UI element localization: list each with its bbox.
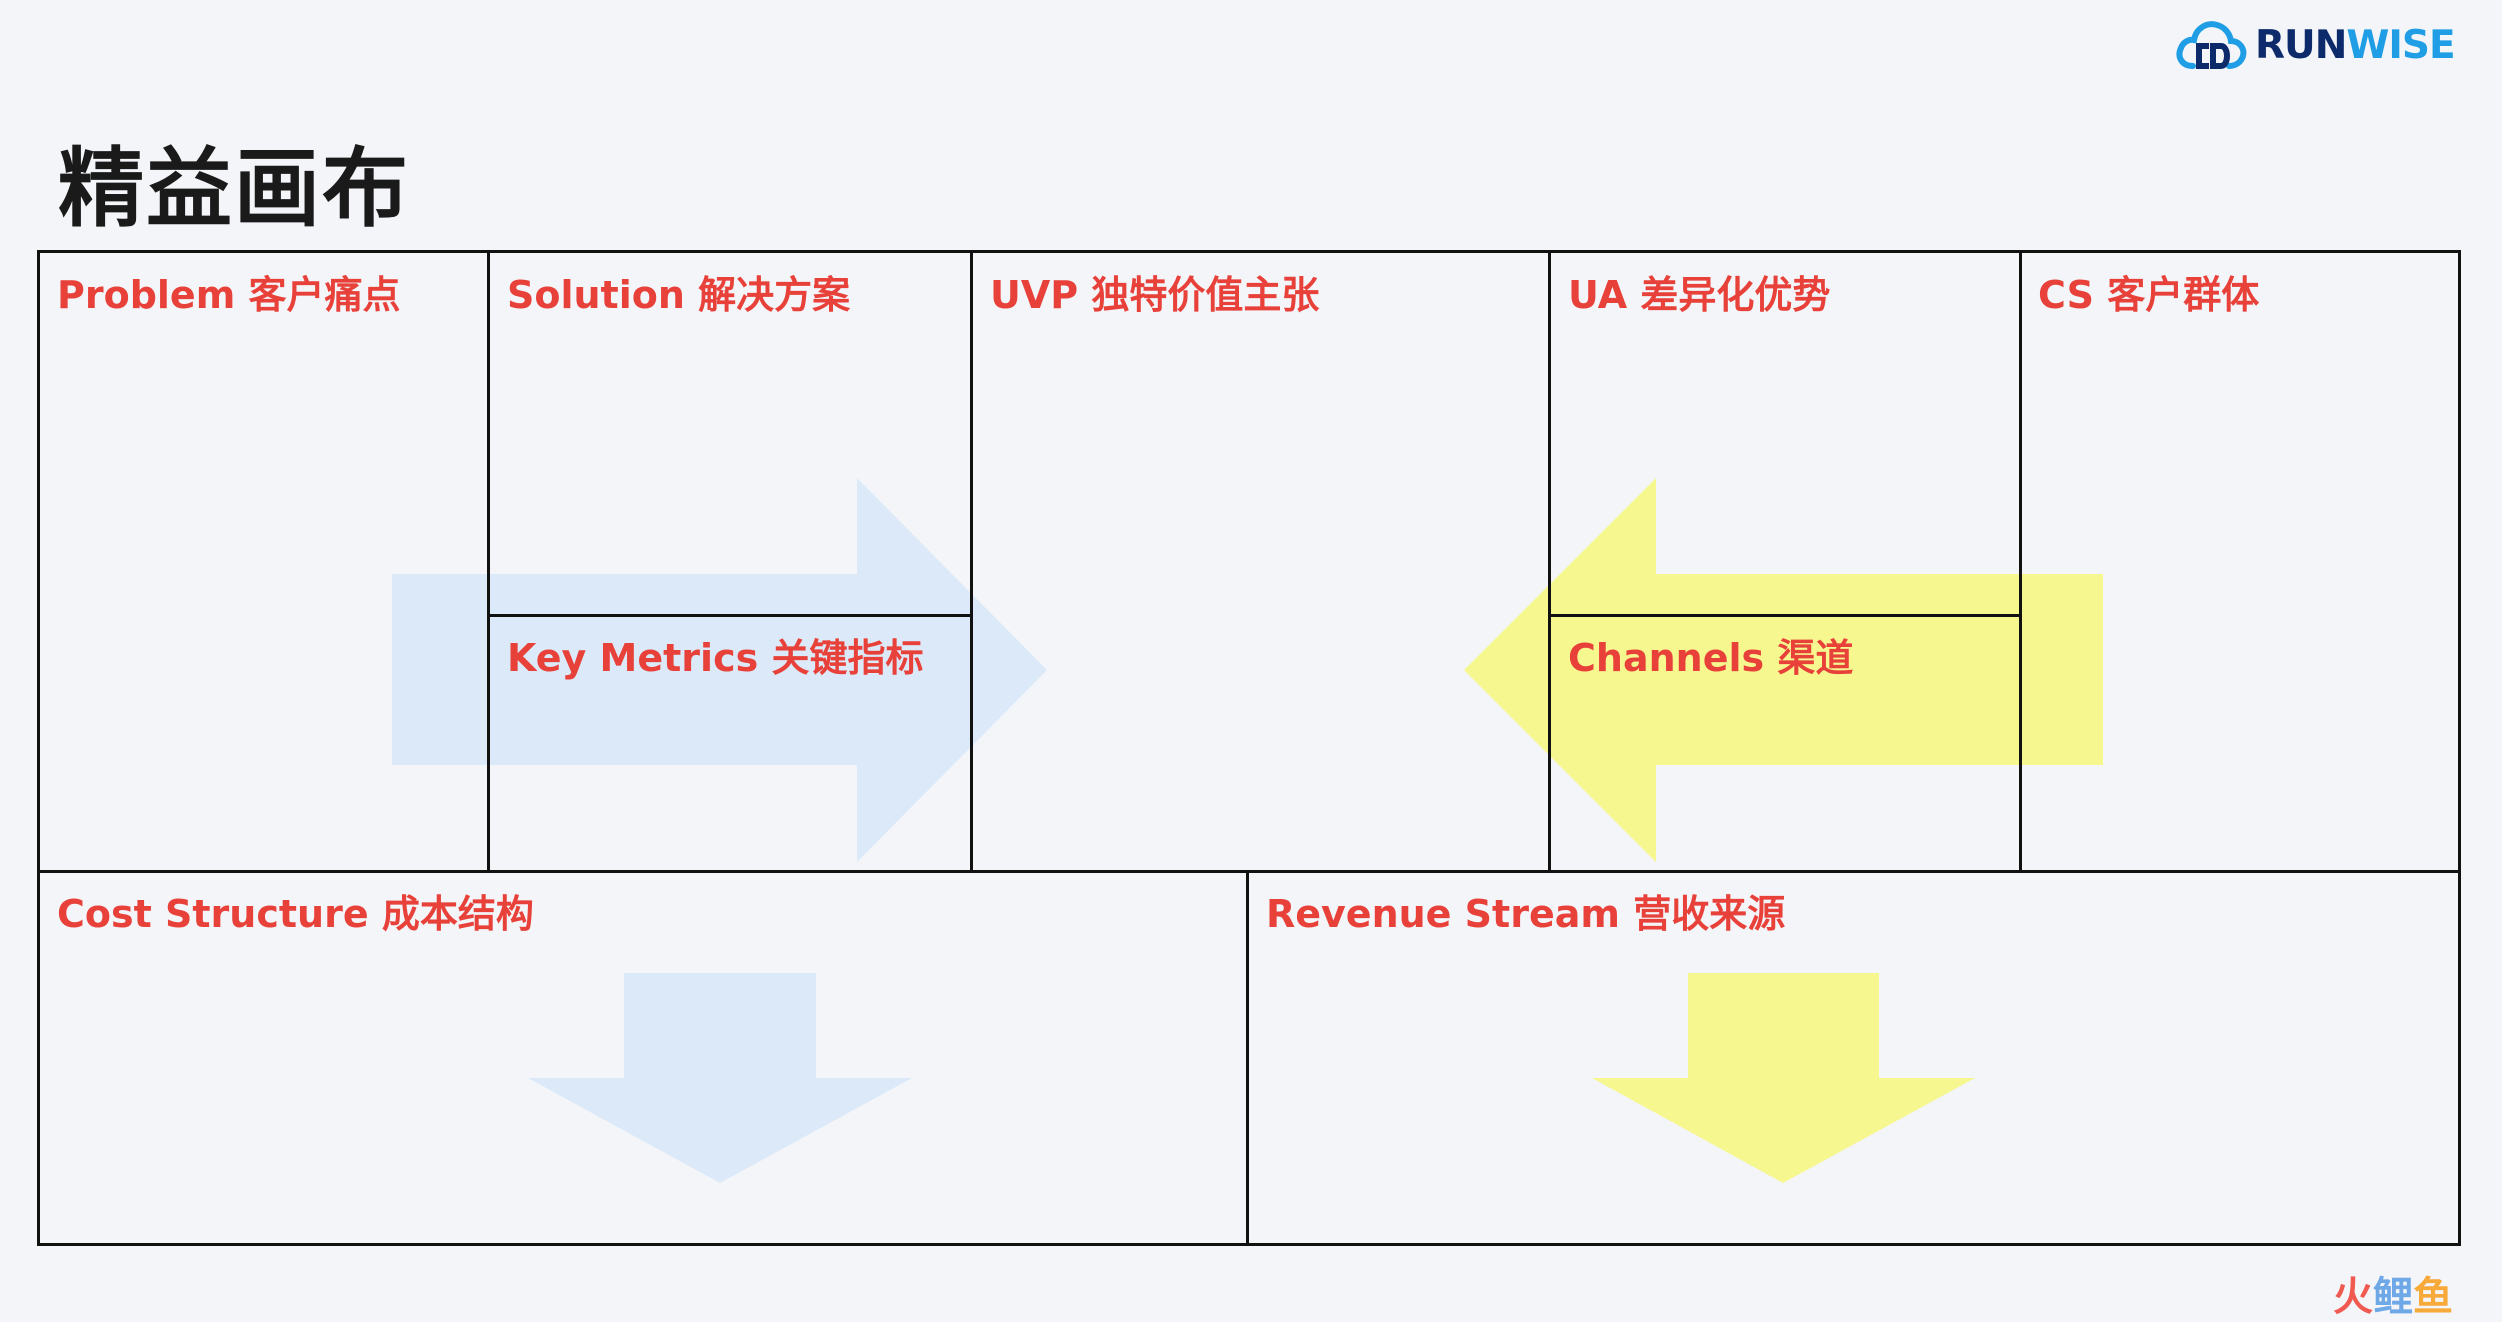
divider-problem-solution	[487, 250, 490, 872]
watermark-char-3: 鱼	[2413, 1274, 2453, 1320]
cell-cost-structure: Cost Structure 成本结构	[37, 873, 1246, 1246]
cell-problem-label: Problem 客户痛点	[57, 273, 401, 317]
cell-cost-structure-label: Cost Structure 成本结构	[57, 892, 534, 936]
logo-run-text: RUN	[2255, 22, 2347, 68]
cell-uvp-label: UVP 独特价值主张	[990, 273, 1320, 317]
divider-uvp-ua	[1548, 250, 1551, 872]
cell-revenue-stream: Revenue Stream 营收来源	[1249, 873, 2458, 1246]
runwise-logo: RUNWISE	[2175, 16, 2456, 74]
cloud-gd-icon	[2176, 21, 2247, 69]
watermark-char-1: 火	[2333, 1274, 2373, 1320]
cell-channels: Channels 渠道	[1551, 617, 2019, 870]
divider-top-bottom	[37, 870, 2461, 873]
cell-key-metrics-label: Key Metrics 关键指标	[507, 636, 924, 680]
cell-cs: CS 客户群体	[2022, 250, 2458, 870]
cell-uvp: UVP 独特价值主张	[973, 250, 1548, 870]
cell-ua-label: UA 差异化优势	[1568, 273, 1831, 317]
divider-ua-cs	[2019, 250, 2022, 872]
logo-wise-text: WISE	[2346, 22, 2455, 68]
lean-canvas-frame	[37, 250, 2461, 1246]
watermark-logo: 火鲤鱼	[2333, 1264, 2453, 1322]
cell-problem: Problem 客户痛点	[37, 250, 487, 870]
divider-solution-metrics	[487, 614, 973, 617]
cell-key-metrics: Key Metrics 关键指标	[490, 617, 970, 870]
cell-ua: UA 差异化优势	[1551, 250, 2019, 614]
divider-cost-revenue	[1246, 870, 1249, 1246]
cell-revenue-stream-label: Revenue Stream 营收来源	[1266, 892, 1786, 936]
cell-channels-label: Channels 渠道	[1568, 636, 1854, 680]
cell-solution-label: Solution 解决方案	[507, 273, 851, 317]
watermark-char-2: 鲤	[2373, 1274, 2413, 1320]
page-title: 精益画布	[58, 139, 410, 239]
cell-solution: Solution 解决方案	[490, 250, 970, 614]
divider-ua-channels	[1548, 614, 2022, 617]
cell-cs-label: CS 客户群体	[2038, 273, 2260, 317]
divider-solution-uvp	[970, 250, 973, 872]
